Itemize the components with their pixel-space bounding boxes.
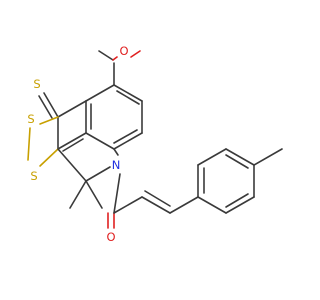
- carbonyl-oxygen-label: O: [106, 230, 115, 244]
- bond-benzene-4: [85, 132, 115, 150]
- bond-methoxy-oxygen-right: [130, 50, 141, 58]
- bond-c-thione-double: [38, 95, 53, 119]
- bond-alkene-double: [144, 190, 171, 207]
- bond-ring-c: [57, 100, 87, 118]
- bond-ring-a-inner: [62, 138, 84, 152]
- bond-n-aromatic: [113, 148, 119, 156]
- bond-c-n: [85, 166, 111, 182]
- structure-canvas: O S S S N O: [27, 44, 283, 244]
- bond-tolyl-3-inner: [225, 154, 249, 169]
- bond-ring-a: [57, 132, 87, 150]
- bond-n-carbonyl: [113, 173, 121, 214]
- bond-methyl-methoxy: [98, 50, 114, 61]
- bond-tolyl-6: [197, 196, 227, 214]
- bond-benzene-6: [85, 84, 115, 102]
- dithiole-sulfur-lower-label: S: [30, 169, 37, 183]
- bond-methoxy-oxygen-left: [112, 56, 118, 61]
- bond-benzene-3: [113, 132, 143, 150]
- bond-alkene-aryl: [169, 196, 199, 214]
- bond-benzene-1-inner: [116, 90, 140, 105]
- thione-sulfur-label: S: [33, 77, 40, 91]
- bond-tolyl-2: [197, 148, 227, 166]
- bond-dimethyl-2: [85, 180, 103, 209]
- bond-c-s-lower: [39, 148, 59, 167]
- bond-c-thione: [43, 92, 59, 118]
- bond-tolyl-methyl: [253, 148, 283, 166]
- bond-benzene-3-inner: [113, 129, 138, 144]
- molecule-diagram: O S S S N O: [27, 44, 283, 244]
- bond-alkene: [141, 196, 171, 214]
- dithiole-sulfur-upper-label: S: [27, 112, 34, 126]
- bond-dimethyl-1: [69, 180, 87, 209]
- bond-tolyl-3: [225, 148, 255, 166]
- bond-benzene-1: [113, 84, 143, 102]
- methoxy-oxygen-label: O: [119, 44, 128, 58]
- bond-c-s-upper: [39, 116, 59, 125]
- bond-carbonyl-alkene: [113, 196, 143, 214]
- bond-s-s: [27, 127, 31, 161]
- bond-dimethyl-carbon: [57, 148, 87, 182]
- ring-nitrogen-label: N: [112, 158, 121, 172]
- bond-tolyl-5: [225, 196, 255, 214]
- bond-tolyl-5-inner: [225, 193, 249, 208]
